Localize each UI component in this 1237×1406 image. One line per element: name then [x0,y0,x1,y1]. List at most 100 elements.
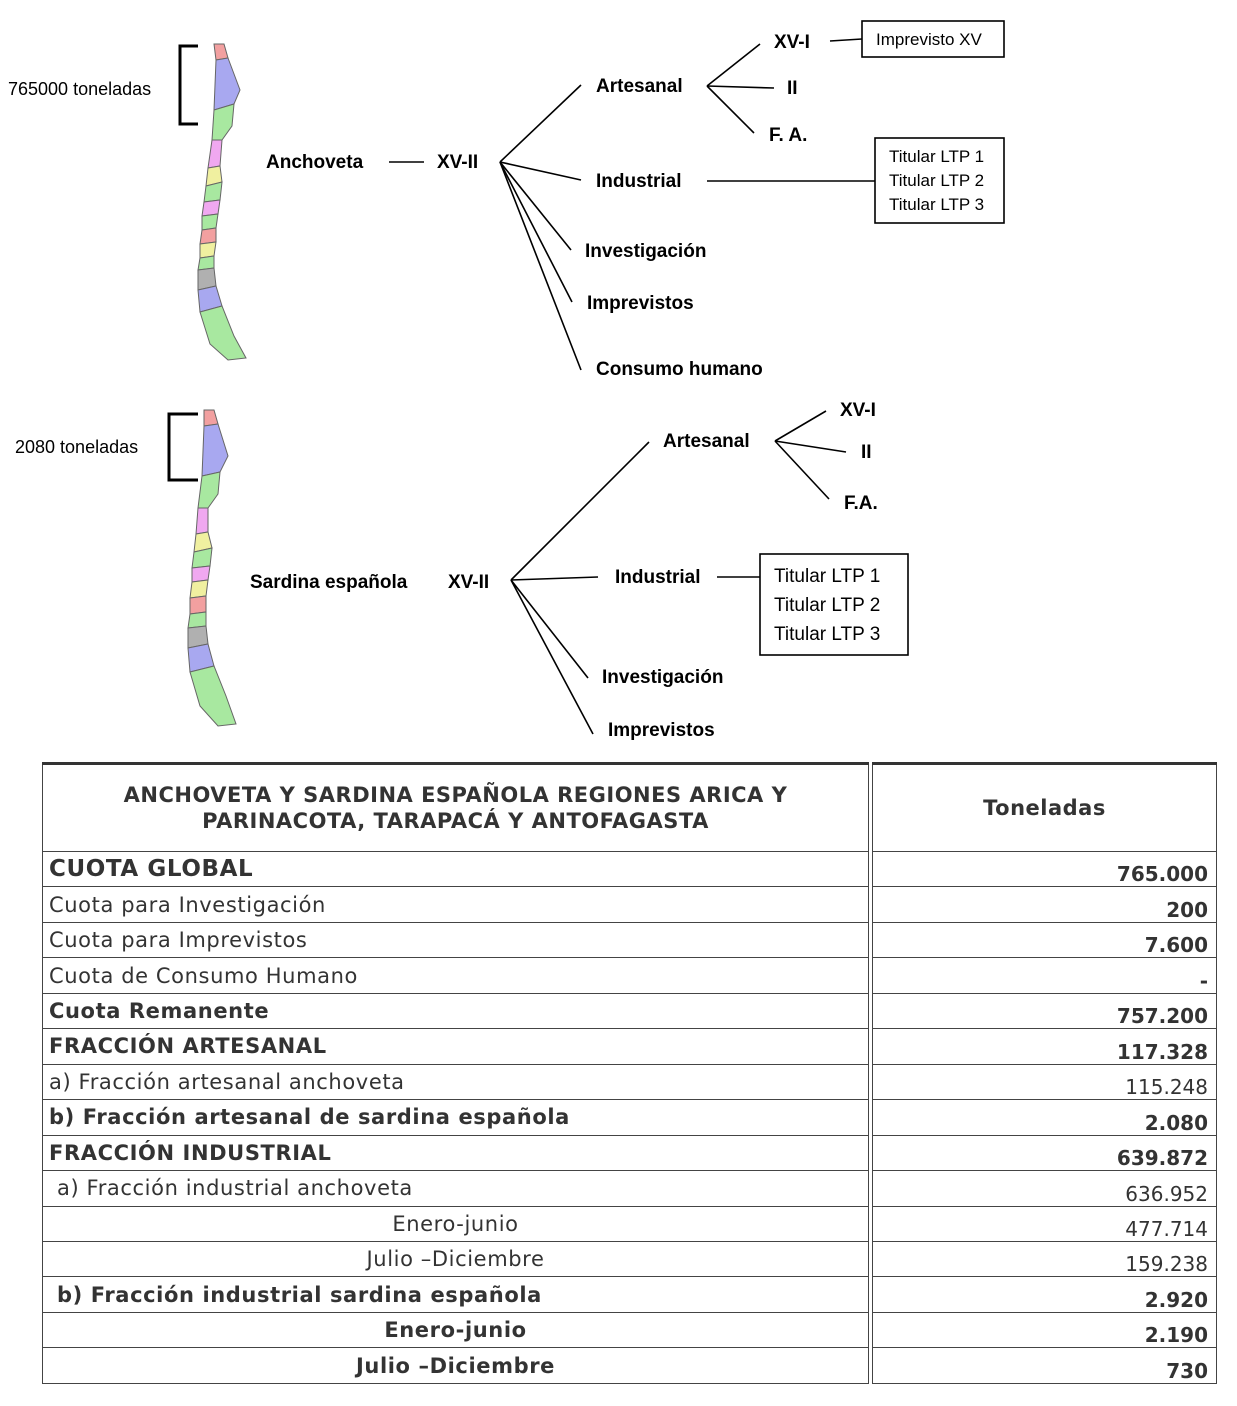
map-region-magallanes [199,305,247,361]
table-row: Enero-junio 2.190 [42,1311,1217,1349]
map-region-tarapaca [213,57,241,111]
branch-xv-i [706,43,761,87]
titular-1-sardina: Titular LTP 1 [774,566,880,587]
table-header-toneladas: Toneladas [872,762,1217,852]
row-label: Julio –Diciembre [42,1347,869,1384]
branch-fa-sardina [774,440,830,500]
row-label: Cuota de Consumo Humano [42,957,869,994]
table-row: FRACCIÓN INDUSTRIAL 639.872 [42,1134,1217,1172]
map-region-atacama [207,139,223,169]
quota-table: ANCHOVETA Y SARDINA ESPAÑOLA REGIONES AR… [42,762,1217,1384]
quota-distribution-diagram: 765000 toneladas Anchoveta XV-II Artesan… [8,20,1005,741]
map2-region-north [203,409,219,427]
titular-2-anchoveta: Titular LTP 2 [889,171,984,190]
titular-3-anchoveta: Titular LTP 3 [889,195,984,214]
species-anchoveta: Anchoveta [266,152,364,173]
row-label: b) Fracción industrial sardina española [42,1276,869,1313]
row-label: b) Fracción artesanal de sardina español… [42,1099,869,1136]
node-ii-sardina: II [861,442,872,463]
node-fa: F. A. [769,125,807,146]
node-xv-i-sardina: XV-I [840,400,876,421]
branch-consumo [499,161,582,371]
region-anchoveta: XV-II [437,152,478,173]
row-value: - [872,957,1217,994]
row-label: Cuota para Imprevistos [42,921,869,959]
bracket-bottom [167,412,198,482]
row-value: 2.080 [872,1099,1217,1136]
node-imprevistos-anchoveta: Imprevistos [587,293,694,314]
node-artesanal-anchoveta: Artesanal [596,76,683,97]
row-label: FRACCIÓN INDUSTRIAL [42,1134,869,1172]
titular-3-sardina: Titular LTP 3 [774,624,880,645]
row-value: 7.600 [872,921,1217,959]
node-industrial-anchoveta: Industrial [596,171,682,192]
node-investigacion-anchoveta: Investigación [585,241,706,262]
branch-investigacion [499,161,572,251]
table-row: Cuota para Investigación 200 [42,886,1217,923]
table-row: Cuota Remanente 757.200 [42,992,1217,1030]
node-xv-i: XV-I [774,32,810,53]
row-label: Julio –Diciembre [42,1240,869,1278]
row-label: Enero-junio [42,1311,869,1349]
row-value: 639.872 [872,1134,1217,1172]
branch-imprevistos [499,161,573,303]
node-investigacion-sardina: Investigación [602,667,723,688]
map2-region-tarapaca [201,423,229,477]
map2-region-center-3 [189,579,209,599]
row-value: 117.328 [872,1028,1217,1065]
node-ii: II [787,78,798,99]
node-industrial-sardina: Industrial [615,567,701,588]
row-label: Enero-junio [42,1205,869,1242]
map-region-antofagasta [211,103,235,141]
row-value: 636.952 [872,1170,1217,1207]
node-imprevistos-sardina: Imprevistos [608,720,715,741]
row-label: CUOTA GLOBAL [42,850,869,888]
map-region-center-4 [199,227,217,245]
row-value: 730 [872,1347,1217,1384]
map2-region-south-1 [187,611,207,629]
row-value: 477.714 [872,1205,1217,1242]
branch-imprevistos-sardina [510,579,594,735]
table-row: b) Fracción artesanal de sardina español… [42,1099,1217,1136]
branch-artesanal-sardina [510,441,650,581]
node-consumo-anchoveta: Consumo humano [596,359,763,380]
table-row: Cuota para Imprevistos 7.600 [42,921,1217,959]
imprevisto-xv-label: Imprevisto XV [876,30,982,49]
tonnage-label-sardina: 2080 toneladas [15,437,138,457]
tonnage-label-anchoveta: 765000 toneladas [8,79,151,99]
branch-ii-sardina [774,440,847,453]
node-fa-sardina: F.A. [844,493,878,514]
branch-ii [706,85,775,89]
row-value: 765.000 [872,850,1217,888]
table-row: Cuota de Consumo Humano - [42,957,1217,994]
branch-industrial [499,161,582,181]
row-value: 159.238 [872,1240,1217,1278]
table-row: Julio –Diciembre 730 [42,1347,1217,1384]
chile-map-top [197,43,247,361]
branch-xv-i-sardina [774,410,827,442]
table-row: a) Fracción artesanal anchoveta 115.248 [42,1063,1217,1101]
map2-region-atacama [195,507,209,535]
map2-region-antofagasta [197,471,221,509]
imprevisto-xv-box [861,20,1005,58]
map2-region-magallanes [189,665,237,727]
row-value: 115.248 [872,1063,1217,1101]
map2-region-center-4 [189,595,207,615]
row-value: 200 [872,886,1217,923]
table-row: Julio –Diciembre 159.238 [42,1240,1217,1278]
connector-imprevisto-xv [829,38,863,42]
chile-map-bottom [187,409,237,727]
bracket-top [178,44,198,126]
region-sardina: XV-II [448,572,489,593]
species-sardina: Sardina española [250,572,408,593]
row-value: 2.190 [872,1311,1217,1349]
branch-investigacion-sardina [510,579,589,679]
branch-fa [706,85,755,134]
map-region-north [213,43,229,61]
branch-industrial-sardina [510,576,599,581]
row-value: 757.200 [872,992,1217,1030]
titulares-box-sardina [759,553,909,656]
row-label: Cuota Remanente [42,992,869,1030]
table-header-row: ANCHOVETA Y SARDINA ESPAÑOLA REGIONES AR… [42,762,1217,852]
table-row: a) Fracción industrial anchoveta 636.952 [42,1170,1217,1207]
